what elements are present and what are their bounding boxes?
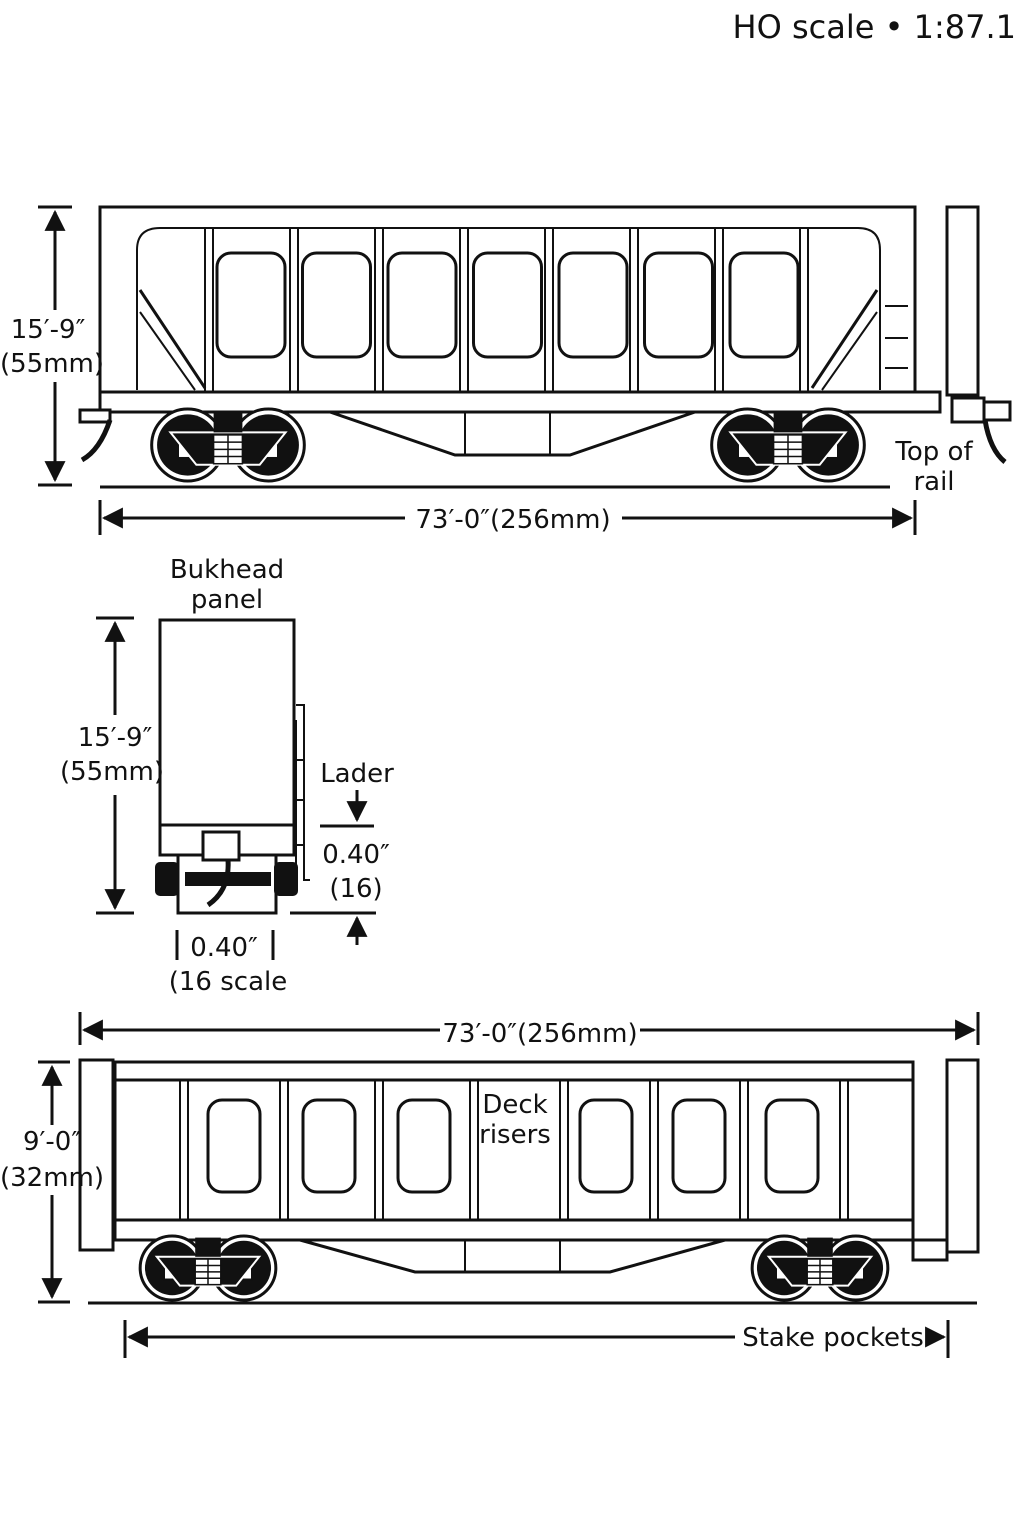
side-elevation: Top of rail 15′-9″ (55mm) 73′-0″(256mm) [0, 205, 1012, 535]
bulkhead-label: Bukhead [170, 555, 284, 585]
air-hose [206, 859, 231, 908]
side-window [671, 1098, 727, 1194]
lower-elevation: 73′-0″(256mm) Deck risers 9′-0″ (32mm) S… [0, 1012, 980, 1358]
coupler-head-right [982, 400, 1012, 422]
fishbelly-underframe [329, 410, 696, 457]
side-panel-outline [136, 227, 881, 390]
bulkhead-left [78, 1058, 115, 1252]
side-window [386, 251, 458, 359]
bulkhead-label-2: panel [191, 585, 263, 615]
truck [138, 1234, 278, 1302]
end-brace-left [138, 289, 207, 389]
lower-length-label: 73′-0″(256mm) [442, 1019, 637, 1049]
bolster [773, 410, 803, 433]
step-scale-label: (16) [329, 874, 382, 904]
truck [750, 1234, 890, 1302]
step-inch-label: 0.40″ [322, 840, 390, 870]
truck [150, 407, 306, 483]
top-of-rail-label: Top of [894, 437, 973, 467]
wheel-right [274, 862, 298, 896]
height-ft-label: 15′-9″ [11, 315, 86, 345]
side-window [396, 1098, 452, 1194]
coupler-left [78, 408, 112, 424]
lower-height-mm-label: (32mm) [0, 1163, 104, 1193]
ladder-label: Lader [320, 759, 394, 789]
side-window [472, 251, 543, 359]
bolster [807, 1237, 833, 1257]
side-window [301, 251, 372, 359]
ladder [295, 704, 310, 881]
top-of-rail-label-2: rail [913, 467, 954, 497]
width-inch-label: 0.40″ [190, 933, 258, 963]
air-hose-right [982, 419, 1007, 464]
lower-underframe [299, 1238, 726, 1274]
side-window [578, 1098, 634, 1194]
deck-risers-label: Deck [482, 1090, 547, 1120]
wheel-left [155, 862, 179, 896]
truck [710, 407, 866, 483]
end-height-mm-label: (55mm) [60, 757, 164, 787]
ladder-rungs [885, 305, 908, 369]
bulkhead-panel [158, 618, 296, 827]
side-window [764, 1098, 820, 1194]
end-brace-right-inner [821, 311, 878, 391]
side-window [215, 251, 287, 359]
side-sill [98, 390, 942, 414]
width-scale-label: (16 scale [169, 967, 288, 997]
bolster [213, 410, 243, 433]
side-window [206, 1098, 262, 1194]
side-window [643, 251, 714, 359]
lower-side-sill [113, 1218, 915, 1242]
end-view: Bukhead panel 15′-9″ (55mm) Lader 0.40″ … [60, 555, 394, 997]
coupler-box [201, 830, 241, 862]
air-hose-left [80, 419, 113, 463]
end-brace-left-inner [139, 311, 196, 391]
scale-title: HO scale • 1:87.1 [733, 8, 1016, 46]
side-window [301, 1098, 357, 1194]
end-brace-right [810, 289, 879, 389]
deck-risers-label-2: risers [479, 1120, 551, 1150]
bulkhead-right [945, 1058, 980, 1254]
stake-pockets-label: Stake pockets [742, 1323, 924, 1353]
stake-pocket-right [911, 1238, 949, 1262]
bulkhead-end [945, 205, 980, 397]
length-label: 73′-0″(256mm) [415, 505, 610, 535]
side-window [728, 251, 800, 359]
coupler-right [950, 396, 986, 424]
bolster [195, 1237, 221, 1257]
side-window [557, 251, 629, 359]
end-height-ft-label: 15′-9″ [78, 723, 153, 753]
top-deck [113, 1060, 915, 1082]
height-mm-label: (55mm) [0, 349, 104, 379]
lower-height-ft-label: 9′-0″ [23, 1127, 81, 1157]
